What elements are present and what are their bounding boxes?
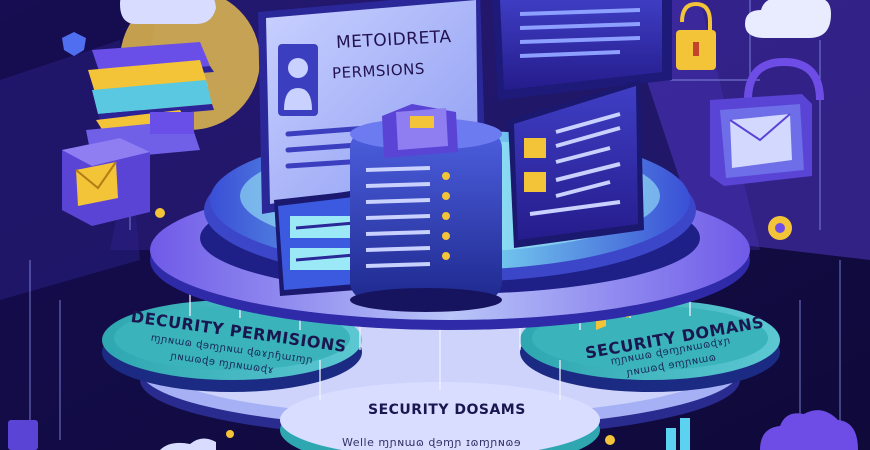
- lock-icon: [676, 1, 716, 70]
- center-platform-label: SECURITY DOSAMS: [368, 402, 526, 418]
- right-platform: [520, 300, 780, 392]
- top-monitor: [492, 0, 672, 100]
- folder-icon: [382, 104, 458, 158]
- cloud-icon: [120, 0, 216, 24]
- cloud-icon: [745, 0, 831, 38]
- shield-icon: [62, 32, 86, 56]
- left-platform: [102, 300, 362, 392]
- envelope-icon: [710, 57, 824, 186]
- gear-icon: [768, 216, 792, 240]
- document-stack: [86, 42, 214, 160]
- chart-icon: [666, 418, 690, 450]
- cloud-icon: [760, 410, 858, 450]
- envelope-icon: [62, 138, 150, 226]
- cloud-icon: [160, 438, 216, 450]
- list-panel: [508, 80, 644, 248]
- bottom-text: Welle ɱɲɴɯɷ ɖɘɱɲ ɪɷɱɲɴɷɘ: [342, 436, 522, 449]
- lock-icon: [8, 420, 38, 450]
